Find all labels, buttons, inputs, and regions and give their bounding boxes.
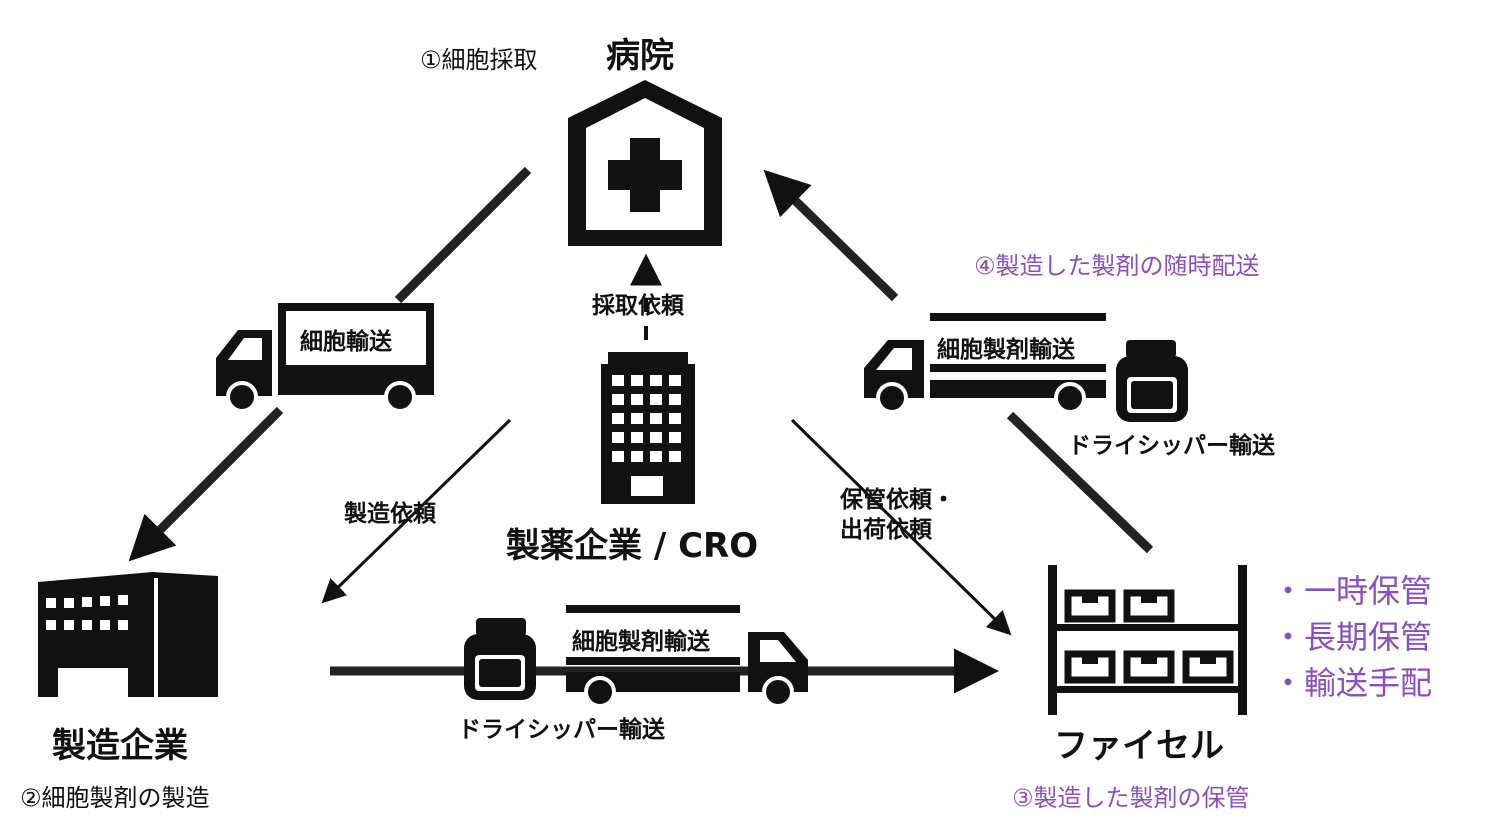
manufacturer-label: 製造企業	[52, 726, 188, 766]
method-label-upper: ドライシッパー輸送	[1068, 433, 1275, 459]
step-3-label: ③製造した製剤の保管	[1012, 784, 1250, 812]
truck-label-cell-transport: 細胞輸送	[300, 329, 392, 355]
step-4-label: ④製造した製剤の随時配送	[974, 252, 1260, 280]
pharma-label: 製薬企業 / CRO	[506, 526, 759, 566]
dry-shipper-icon-upper	[1116, 340, 1188, 422]
request-label-manufacture: 製造依頼	[344, 501, 436, 527]
request-label-storage-1: 保管依頼・	[840, 487, 955, 513]
factory-icon	[38, 572, 218, 697]
flow-hospital-to-truck	[394, 166, 532, 304]
request-arrow-manufacture	[321, 418, 512, 604]
truck-label-product-to-ficell: 細胞製剤輸送	[572, 629, 710, 655]
request-label-collect: 採取依頼	[592, 293, 684, 319]
office-building-icon	[601, 352, 695, 504]
dry-shipper-icon-lower	[464, 618, 536, 700]
truck-icon-product-to-ficell	[566, 605, 808, 708]
ficell-label: ファイセル	[1054, 726, 1224, 766]
truck-icon-product-to-hospital	[864, 313, 1106, 414]
service-item-longterm: ・長期保管	[1272, 618, 1433, 656]
service-item-shipping: ・輸送手配	[1272, 664, 1433, 702]
request-label-storage-2: 出荷依頼	[840, 517, 932, 543]
hospital-label: 病院	[606, 36, 674, 76]
step-2-label: ②細胞製剤の製造	[20, 784, 210, 812]
flow-truck-to-hospital	[763, 169, 899, 302]
truck-label-product-to-hospital: 細胞製剤輸送	[937, 337, 1075, 363]
flow-truck-to-manufacturer	[128, 406, 284, 562]
method-label-lower: ドライシッパー輸送	[458, 717, 665, 743]
flow-ficell-to-truck	[1006, 411, 1154, 554]
step-1-label: ①細胞採取	[420, 46, 538, 74]
service-item-temporary: ・一時保管	[1272, 572, 1433, 610]
warehouse-shelf-icon	[1048, 565, 1247, 715]
hospital-icon	[568, 80, 722, 246]
truck-icon-cell-transport	[216, 303, 434, 413]
request-arrow-storage	[790, 418, 1012, 636]
